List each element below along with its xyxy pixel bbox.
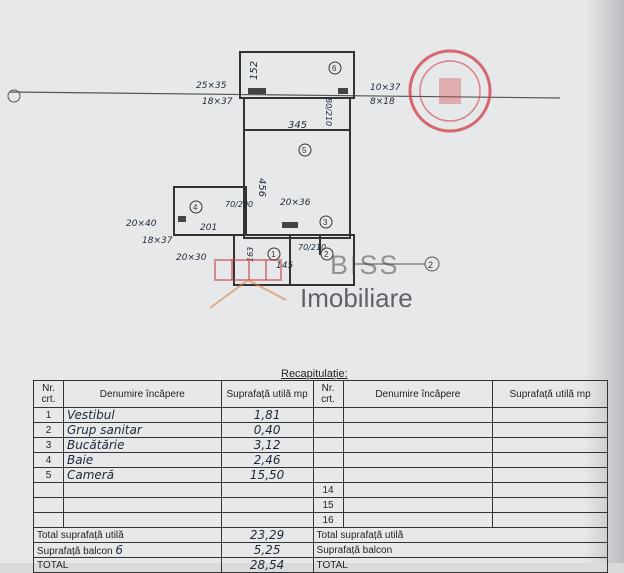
dim-10x37: 10×37 (370, 83, 401, 93)
row-nr-right (312, 437, 344, 453)
room-6: 6 (332, 64, 337, 73)
watermark-imobiliare: Imobiliare (300, 283, 413, 313)
row-nr-right: 14 (312, 482, 344, 498)
table-row: 2 Grup sanitar 0,40 (33, 422, 608, 438)
header-area: Suprafață utilă mp (220, 380, 314, 408)
dim-456: 456 (256, 178, 267, 197)
axis-circle-left (7, 89, 21, 103)
balcony-label-cell: Suprafață balcon 6 (33, 542, 222, 558)
row-name: Vestibul (62, 407, 222, 423)
row-nr-right (312, 452, 344, 468)
dim-20x36: 20×36 (280, 198, 311, 208)
dim-70-210: 70/210 (298, 243, 326, 252)
table-row: 16 (33, 512, 608, 528)
dim-80-210: 80/210 (324, 98, 333, 126)
row-nr-right: 15 (312, 497, 344, 513)
row-name: Bucătărie (62, 437, 222, 453)
row-area: 15,50 (220, 467, 314, 483)
grand-total-label: TOTAL (33, 557, 222, 573)
table-row: 4 Baie 2,46 (33, 452, 608, 468)
grand-total-label-right: TOTAL (312, 557, 609, 573)
total-row: Total suprafață utilă 23,29 Total supraf… (33, 527, 609, 543)
dim-25x35: 25×35 (196, 81, 227, 91)
row-area: 3,12 (220, 437, 314, 453)
dim-145: 145 (276, 261, 293, 271)
room-3: 3 (323, 218, 328, 227)
watermark-logo (209, 259, 287, 309)
recap-title: Recapitulație: (281, 368, 348, 380)
dim-8x18: 8×18 (370, 97, 395, 107)
header-name: Denumire încăpere (62, 380, 222, 408)
row-area: 0,40 (220, 422, 314, 438)
room-4: 4 (193, 203, 198, 212)
dim-18x37-bottom: 18×37 (142, 236, 173, 246)
row-nr-right: 16 (312, 512, 344, 528)
dim-20x30: 20×30 (176, 253, 207, 263)
header-name-right: Denumire încăpere (342, 380, 494, 408)
window-marks (178, 88, 348, 228)
header-nr-right: Nr. crt. (312, 380, 344, 408)
room-1: 1 (271, 250, 276, 259)
room-2: 2 (324, 250, 329, 259)
axis-label: 2 (428, 260, 433, 270)
header-area-right: Suprafață utilă mp (492, 380, 608, 408)
room-5: 5 (302, 146, 307, 155)
row-area: 2,46 (220, 452, 314, 468)
dim-345: 345 (288, 120, 307, 131)
balcony-value: 5,25 (220, 542, 314, 558)
row-nr: 5 (33, 467, 64, 483)
dim-201: 201 (200, 223, 217, 233)
row-nr-right (312, 422, 344, 438)
total-label: Total suprafață utilă (33, 527, 222, 543)
balcony-label-right: Suprafață balcon (312, 542, 609, 558)
row-nr-right (312, 467, 344, 483)
dim-20x40: 20×40 (126, 219, 157, 229)
total-label-right: Total suprafață utilă (312, 527, 609, 543)
row-nr: 1 (33, 407, 64, 423)
recap-table: Nr. crt. Denumire încăpere Suprafață uti… (33, 380, 609, 573)
table-row: 14 (33, 482, 608, 498)
table-row: 1 Vestibul 1,81 (33, 407, 608, 423)
row-name: Baie (62, 452, 222, 468)
total-value: 23,29 (220, 527, 314, 543)
official-stamp (408, 49, 492, 133)
axis-line (9, 91, 561, 99)
header-nr: Nr. crt. (33, 380, 64, 408)
table-row: 3 Bucătărie 3,12 (33, 437, 608, 453)
row-nr: 3 (33, 437, 64, 453)
dim-70-200: 70/200 (225, 200, 253, 209)
row-nr: 4 (33, 452, 64, 468)
grand-total-value: 28,54 (220, 557, 314, 573)
row-area: 1,81 (220, 407, 314, 423)
dim-152: 152 (249, 61, 260, 80)
table-row: 5 Cameră 15,50 (33, 467, 608, 483)
row-nr: 2 (33, 422, 64, 438)
balcony-row: Suprafață balcon 6 5,25 Suprafață balcon (33, 542, 609, 558)
balcony-mark: 6 (115, 543, 124, 557)
table-header-row: Nr. crt. Denumire încăpere Suprafață uti… (33, 380, 608, 408)
axis-circle-2 (424, 256, 440, 272)
balcony-label: Suprafață balcon (37, 546, 113, 557)
dim-163: 163 (246, 247, 255, 262)
watermark-biss: BISS (330, 250, 400, 280)
row-name: Cameră (62, 467, 222, 483)
floor-plan: 2 152 345 456 25×35 10×37 18×37 8×18 20×… (7, 51, 561, 309)
row-nr-right (312, 407, 344, 423)
dim-18x37-top: 18×37 (202, 97, 233, 107)
row-name: Grup sanitar (62, 422, 222, 438)
table-row: 15 (33, 497, 608, 513)
grand-total-row: TOTAL 28,54 TOTAL (33, 557, 609, 573)
